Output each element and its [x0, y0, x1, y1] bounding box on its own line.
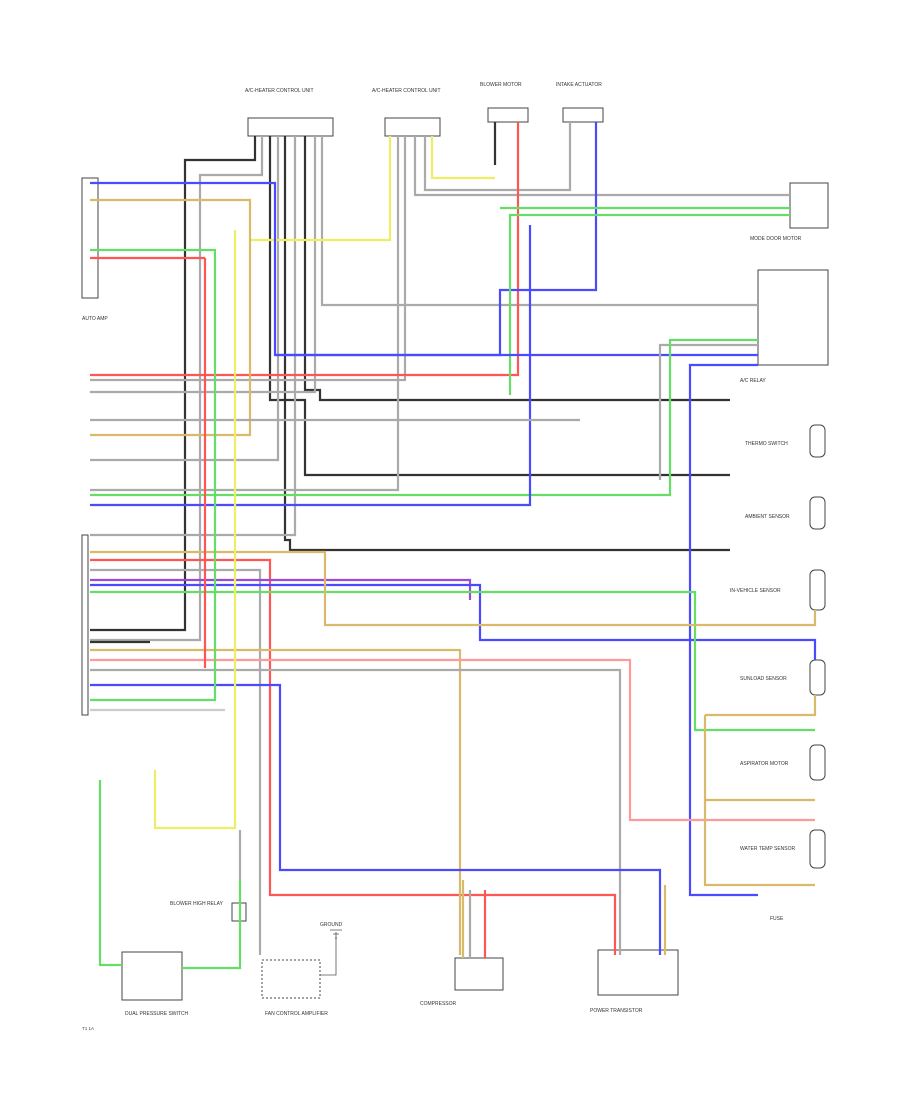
top-connector-3: BLOWER MOTOR — [480, 82, 529, 123]
page-number: T1 1A — [82, 1026, 94, 1031]
bottom-4-label: POWER TRANSISTOR — [590, 1008, 643, 1014]
bottom-components: DUAL PRESSURE SWITCH BLOWER HIGH RELAY F… — [82, 901, 679, 1031]
left-unit: AUTO AMP — [81, 177, 108, 716]
top-connector-2-label: A/C-HEATER CONTROL UNIT — [372, 88, 441, 94]
top-connector-3-label: BLOWER MOTOR — [480, 82, 522, 88]
top-connector-4-label: INTAKE ACTUATOR — [556, 82, 602, 88]
aspirator-motor — [809, 744, 826, 781]
sunload-sensor — [809, 659, 826, 696]
right-3-label: THERMO SWITCH — [745, 441, 788, 447]
fan-control-amplifier — [261, 959, 321, 999]
dual-pressure-switch — [121, 951, 183, 1001]
top-connector-1: A/C-HEATER CONTROL UNIT — [245, 88, 334, 137]
left-unit-label: AUTO AMP — [82, 316, 108, 322]
top-connector-4: INTAKE ACTUATOR — [556, 82, 604, 123]
thermo-switch — [809, 424, 826, 458]
in-vehicle-sensor — [809, 569, 826, 611]
power-transistor — [597, 949, 679, 996]
bottom-5-label: BLOWER HIGH RELAY — [170, 901, 224, 907]
top-connector-1-label: A/C-HEATER CONTROL UNIT — [245, 88, 314, 94]
water-temp-sensor — [809, 829, 826, 869]
ambient-sensor — [809, 496, 826, 530]
right-8-label: WATER TEMP SENSOR — [740, 846, 795, 852]
compressor — [454, 957, 504, 991]
right-1-label: MODE DOOR MOTOR — [750, 236, 802, 242]
right-9-label: FUSE — [770, 916, 784, 922]
bottom-2-label: FAN CONTROL AMPLIFIER — [265, 1011, 328, 1017]
wires — [90, 122, 817, 976]
right-components: MODE DOOR MOTOR A/C RELAY THERMO SWITCH … — [730, 182, 829, 922]
right-4-label: AMBIENT SENSOR — [745, 514, 790, 520]
mode-door-motor — [789, 182, 829, 229]
right-7-label: ASPIRATOR MOTOR — [740, 761, 789, 767]
top-connector-2: A/C-HEATER CONTROL UNIT — [372, 88, 441, 137]
bottom-1-label: DUAL PRESSURE SWITCH — [125, 1011, 189, 1017]
ground-label: GROUND — [320, 922, 343, 928]
bottom-3-label: COMPRESSOR — [420, 1001, 457, 1007]
right-2-label: A/C RELAY — [740, 378, 766, 384]
ac-relay — [757, 269, 829, 366]
right-6-label: SUNLOAD SENSOR — [740, 676, 787, 682]
right-5-label: IN-VEHICLE SENSOR — [730, 588, 781, 594]
